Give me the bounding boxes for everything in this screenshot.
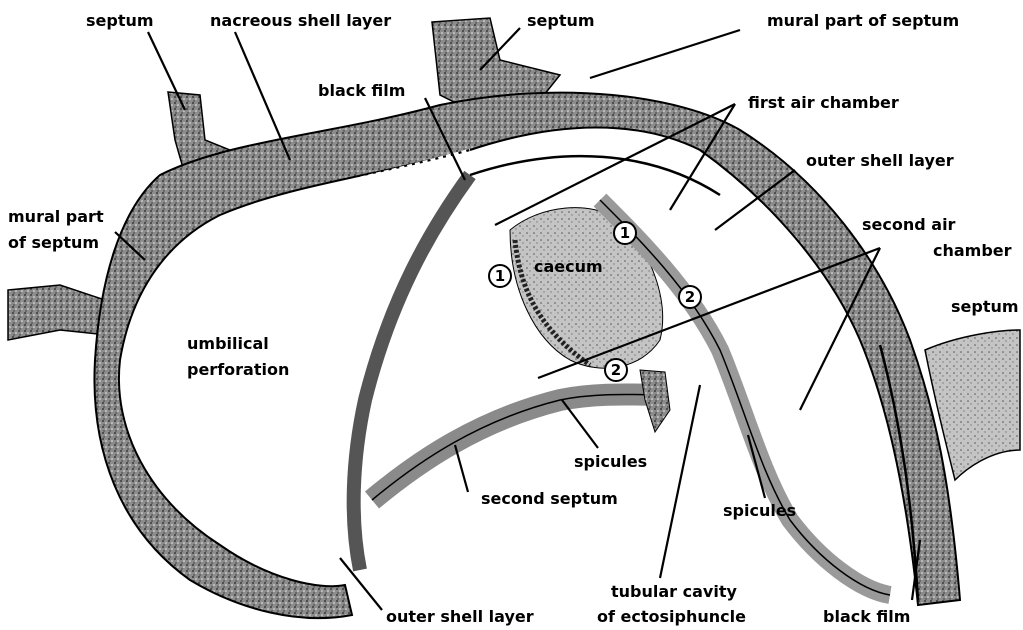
label-mural-part-of-septum-top: mural part of septum bbox=[767, 11, 959, 30]
label-second-air-chamber-1: second air bbox=[862, 215, 956, 234]
label-umbilical-1: umbilical bbox=[187, 334, 269, 353]
label-umbilical-2: perforation bbox=[187, 360, 289, 379]
label-second-air-chamber-2: chamber bbox=[933, 241, 1012, 260]
leader-septum-top-left bbox=[148, 32, 185, 110]
first-septum-wall bbox=[354, 175, 470, 570]
label-septum-top-left: septum bbox=[86, 11, 154, 30]
label-outer-shell-layer-bottom: outer shell layer bbox=[386, 607, 534, 626]
leader-nacreous bbox=[235, 32, 290, 160]
label-tubular-cavity-2: of ectosiphuncle bbox=[597, 607, 746, 626]
label-first-air-chamber: first air chamber bbox=[748, 93, 899, 112]
label-black-film-bottom: black film bbox=[823, 607, 910, 626]
label-spicules-right: spicules bbox=[723, 501, 796, 520]
marker-1-left-text: 1 bbox=[495, 267, 505, 285]
label-mural-part-left-1: mural part bbox=[8, 207, 104, 226]
label-mural-part-left-2: of septum bbox=[8, 233, 99, 252]
label-tubular-cavity-1: tubular cavity bbox=[611, 582, 737, 601]
marker-1-right-text: 1 bbox=[620, 224, 630, 242]
label-outer-shell-layer-right: outer shell layer bbox=[806, 151, 954, 170]
leader-mural-top bbox=[590, 30, 740, 78]
left-septum-stub bbox=[8, 285, 108, 340]
label-nacreous-shell-layer: nacreous shell layer bbox=[210, 11, 391, 30]
label-spicules-mid: spicules bbox=[574, 452, 647, 471]
outer-shell-band bbox=[94, 93, 960, 618]
marker-2-right-text: 2 bbox=[685, 288, 695, 306]
leader-second-septum bbox=[455, 445, 468, 492]
label-septum-right: septum bbox=[951, 297, 1019, 316]
marker-2-bottom-text: 2 bbox=[611, 361, 621, 379]
label-caecum: caecum bbox=[534, 257, 603, 276]
label-second-septum: second septum bbox=[481, 489, 618, 508]
label-black-film-top: black film bbox=[318, 81, 405, 100]
second-septum bbox=[372, 394, 665, 500]
label-septum-top-mid: septum bbox=[527, 11, 595, 30]
